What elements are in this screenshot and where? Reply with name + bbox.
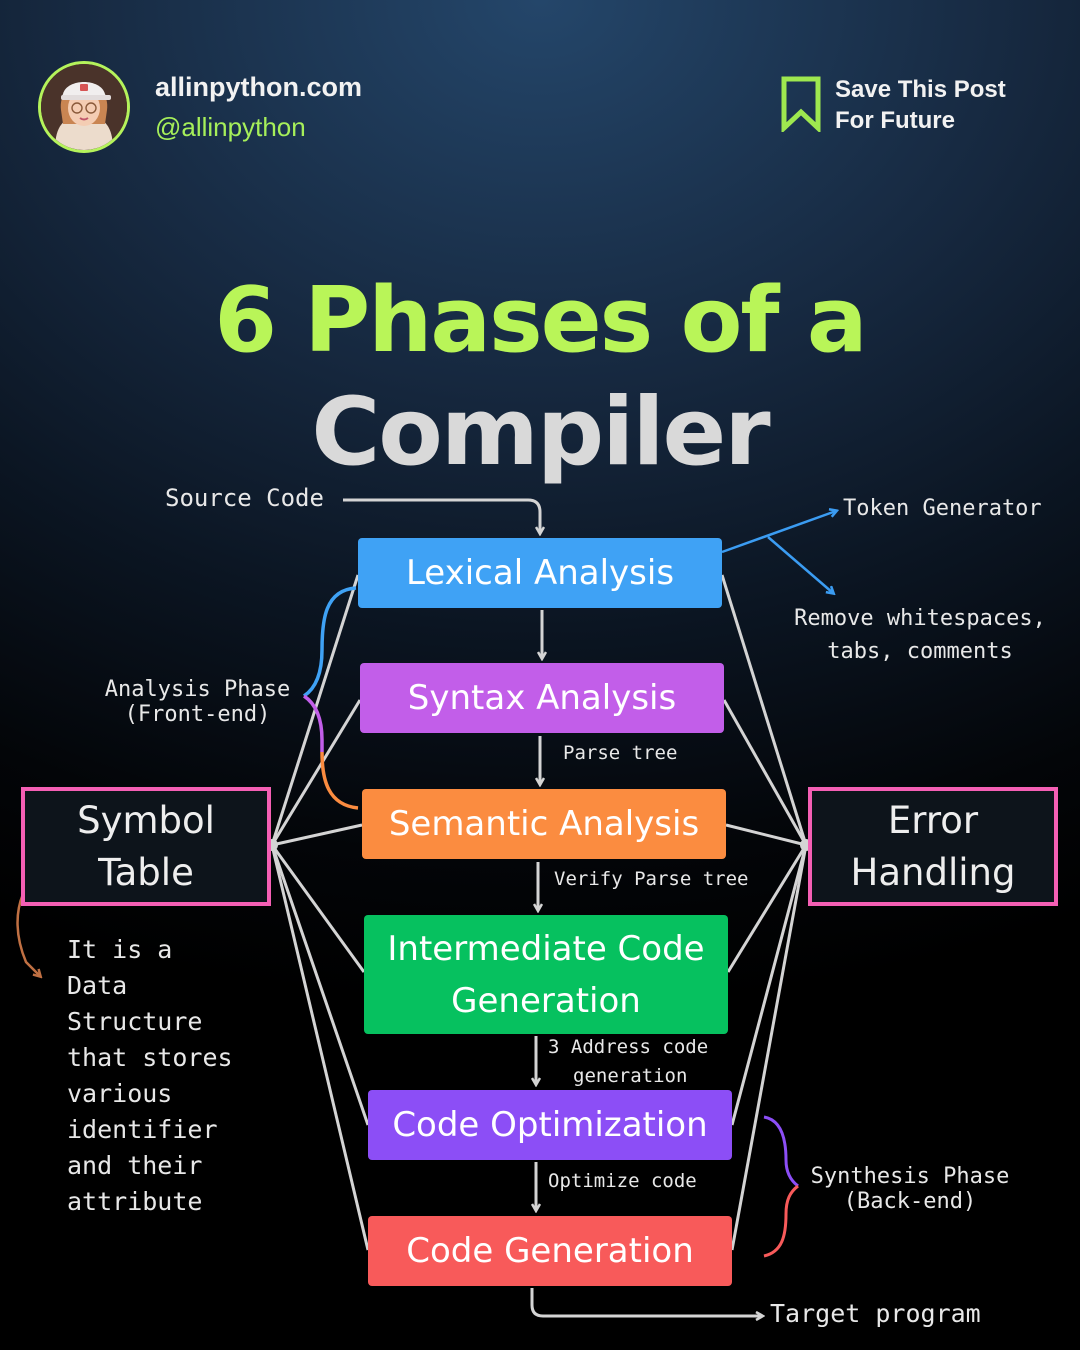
phase-syntax-label: Syntax Analysis	[407, 678, 677, 718]
symbol-desc-line: Data	[67, 971, 128, 1000]
target-program-arrow	[530, 1288, 762, 1316]
save-line-1: Save This Post	[835, 76, 1006, 103]
symbol-desc-line: that stores	[67, 1043, 233, 1072]
phase-semantic-label: Semantic Analysis	[388, 804, 700, 844]
phase-syntax-analysis: Syntax Analysis	[360, 663, 724, 733]
remove-whitespace-note: Remove whitespaces, tabs, comments	[770, 602, 1070, 668]
token-generator-note: Token Generator	[843, 496, 1042, 521]
symbol-desc-line: attribute	[67, 1187, 203, 1216]
source-code-arrow	[343, 498, 540, 533]
analysis-phase-label: Analysis Phase (Front-end)	[90, 677, 305, 727]
symbol-desc-line: It is a	[67, 935, 173, 964]
phase-lexical-label: Lexical Analysis	[405, 553, 675, 593]
phase-intermediate-code-generation: Intermediate Code Generation	[364, 915, 728, 1034]
save-line-2: For Future	[835, 107, 955, 134]
synthesis-brace-bottom	[763, 1184, 799, 1258]
title-line-1: 6 Phases of a	[214, 268, 867, 373]
analysis-brace-bottom	[320, 751, 359, 810]
error-handling-line-2: Handling	[850, 850, 1016, 894]
error-handling-line-1: Error	[887, 798, 979, 842]
synthesis-brace-top	[763, 1115, 799, 1188]
bookmark-icon	[781, 76, 821, 132]
error-handling-links	[720, 574, 808, 1251]
symbol-desc-line: Structure	[67, 1007, 203, 1036]
three-address-code-label-1: 3 Address code	[548, 1036, 709, 1058]
symbol-desc-line: various	[67, 1079, 173, 1108]
analysis-brace-middle	[302, 694, 324, 752]
phase-icg-label-line1: Intermediate Code	[387, 928, 705, 969]
symbol-desc-line: identifier	[67, 1115, 218, 1144]
three-address-code-label-2: generation	[573, 1065, 688, 1087]
synthesis-phase-label: Synthesis Phase (Back-end)	[800, 1164, 1020, 1214]
optimize-code-label: Optimize code	[548, 1170, 697, 1192]
parse-tree-label: Parse tree	[563, 742, 678, 764]
symbol-table-line-2: Table	[98, 850, 194, 894]
save-post-text: Save This Post For Future	[835, 74, 1006, 136]
phase-icg-label-line2: Generation	[451, 980, 641, 1021]
source-code-label: Source Code	[165, 484, 324, 512]
synthesis-phase-line-2: (Back-end)	[843, 1189, 977, 1214]
avatar	[38, 61, 130, 153]
target-program-label: Target program	[770, 1299, 981, 1328]
site-name[interactable]: allinpython.com	[155, 72, 363, 102]
analysis-phase-line-1: Analysis Phase	[104, 677, 291, 702]
phase-semantic-analysis: Semantic Analysis	[362, 789, 726, 859]
symbol-table-line-1: Symbol	[77, 798, 215, 842]
symbol-table-description: It is a Data Structure that stores vario…	[67, 932, 233, 1220]
token-generator-arrow	[721, 511, 836, 554]
phase-code-optimization: Code Optimization	[368, 1090, 732, 1160]
analysis-phase-line-2: (Front-end)	[124, 702, 271, 727]
error-handling-box: Error Handling	[808, 787, 1058, 906]
remove-whitespace-line-2: tabs, comments	[827, 639, 1013, 664]
phase-code-generation: Code Generation	[368, 1216, 732, 1286]
phase-lexical-analysis: Lexical Analysis	[358, 538, 722, 608]
social-handle[interactable]: @allinpython	[155, 112, 306, 142]
remove-whitespace-arrow	[767, 536, 833, 593]
symbol-desc-line: and their	[67, 1151, 203, 1180]
synthesis-phase-line-1: Synthesis Phase	[810, 1164, 1010, 1189]
symbol-table-box: Symbol Table	[21, 787, 271, 906]
phase-codegen-label: Code Generation	[406, 1231, 694, 1271]
title-line-2: Compiler	[311, 378, 770, 487]
avatar-illustration	[41, 64, 127, 150]
symbol-table-links	[270, 574, 370, 1251]
remove-whitespace-line-1: Remove whitespaces,	[794, 606, 1046, 631]
verify-parse-tree-label: Verify Parse tree	[554, 868, 749, 890]
analysis-brace-top	[302, 586, 357, 698]
phase-optimization-label: Code Optimization	[392, 1105, 708, 1145]
